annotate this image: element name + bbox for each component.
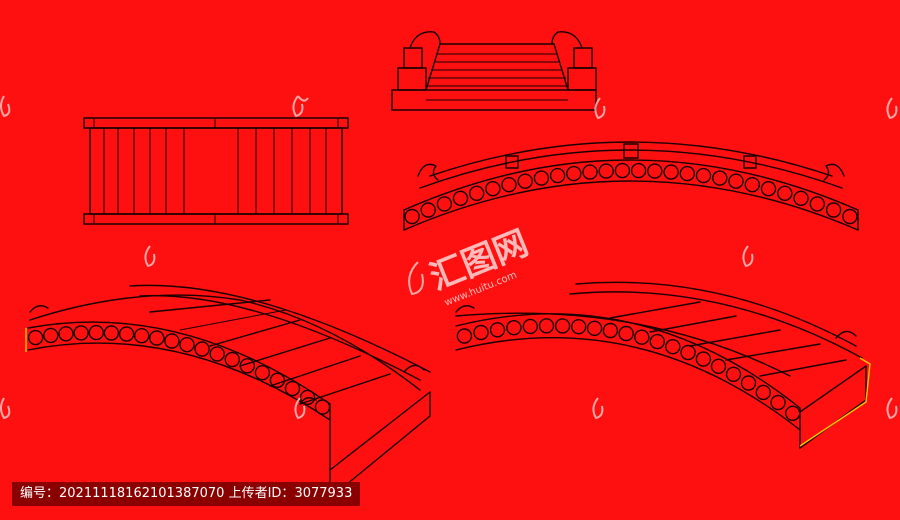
arch-circle: [634, 329, 650, 345]
arch-circle: [842, 208, 858, 225]
bridge-side-circles: [404, 162, 858, 225]
arch-circle: [598, 163, 614, 179]
arch-circle: [712, 170, 728, 186]
arch-circle: [501, 176, 517, 193]
arch-circle: [618, 325, 634, 342]
uploader-id-label: 上传者ID：: [228, 486, 295, 501]
arch-circle: [755, 384, 771, 401]
arch-circle: [695, 167, 712, 184]
arch-circle: [777, 185, 793, 202]
arch-circle: [27, 329, 44, 346]
bridge-perspective-right-circles: [456, 318, 801, 421]
arch-circle: [571, 319, 587, 335]
arch-circle: [404, 208, 420, 225]
arch-circle: [680, 344, 696, 361]
arch-circle: [725, 366, 742, 382]
arch-circle: [194, 341, 210, 357]
arch-circle: [533, 170, 550, 186]
arch-circle: [239, 358, 256, 374]
bridge-front-view: [391, 31, 597, 111]
arch-circle: [740, 375, 757, 391]
arch-circle: [809, 196, 825, 212]
arch-circle: [118, 326, 135, 342]
arch-circle: [436, 196, 453, 212]
arch-circle: [770, 394, 786, 411]
arch-circle: [149, 330, 165, 346]
arch-circle: [133, 328, 150, 344]
bridge-perspective-left: [25, 284, 431, 499]
arch-circle: [456, 328, 473, 344]
arch-circle: [179, 337, 195, 353]
arch-circle: [785, 405, 801, 421]
arch-circle: [630, 162, 647, 179]
arch-circle: [549, 167, 566, 184]
image-id-label: 编号：: [20, 486, 60, 501]
arch-circle: [254, 365, 271, 381]
arch-circle: [469, 185, 485, 202]
arch-circle: [489, 322, 506, 338]
arch-circle: [452, 190, 469, 207]
arch-circle: [554, 318, 571, 334]
bridge-perspective-right: [455, 281, 871, 449]
arch-circle: [679, 165, 695, 182]
arch-circle: [517, 173, 533, 189]
arch-circle: [224, 351, 241, 368]
arch-circle: [299, 389, 316, 406]
arch-circle: [473, 324, 489, 341]
arch-circle: [825, 202, 842, 218]
arch-circle: [538, 318, 555, 334]
arch-circle: [760, 180, 777, 197]
arch-circle: [602, 322, 619, 339]
arch-circle: [522, 318, 538, 335]
bridge-perspective-left-circles: [27, 324, 331, 415]
arch-circle: [728, 173, 744, 189]
arch-circle: [269, 372, 286, 388]
arch-circle: [663, 164, 679, 180]
arch-circle: [506, 320, 522, 336]
arch-circle: [744, 176, 760, 193]
arch-circle: [314, 399, 331, 415]
arch-circle: [586, 320, 603, 336]
bridge-side-elevation: [403, 141, 859, 231]
image-id-footer: 编号：20211118162101387070 上传者ID：3077933: [12, 482, 361, 506]
arch-circle: [710, 358, 727, 374]
arch-circle: [73, 325, 89, 341]
arch-circle: [209, 346, 225, 362]
arch-circle: [647, 163, 663, 179]
image-id-value: 20211118162101387070: [59, 486, 225, 501]
arch-circle: [43, 327, 59, 344]
arch-circle: [665, 339, 681, 355]
arch-circle: [88, 324, 105, 341]
arch-circle: [582, 164, 598, 180]
bridge-plan-view: [83, 117, 349, 225]
arch-circle: [103, 325, 120, 341]
arch-circle: [695, 351, 712, 367]
arch-circle: [164, 333, 180, 349]
arch-circle: [566, 165, 582, 182]
arch-circle: [58, 326, 74, 342]
arch-circle: [420, 202, 436, 218]
arch-circle: [485, 180, 501, 197]
uploader-id-value: 3077933: [294, 486, 353, 501]
watermark-logos: [0, 95, 898, 420]
arch-circle: [614, 162, 631, 179]
arch-circle: [649, 333, 665, 350]
arch-circle: [793, 190, 809, 207]
arch-circle: [284, 380, 301, 397]
